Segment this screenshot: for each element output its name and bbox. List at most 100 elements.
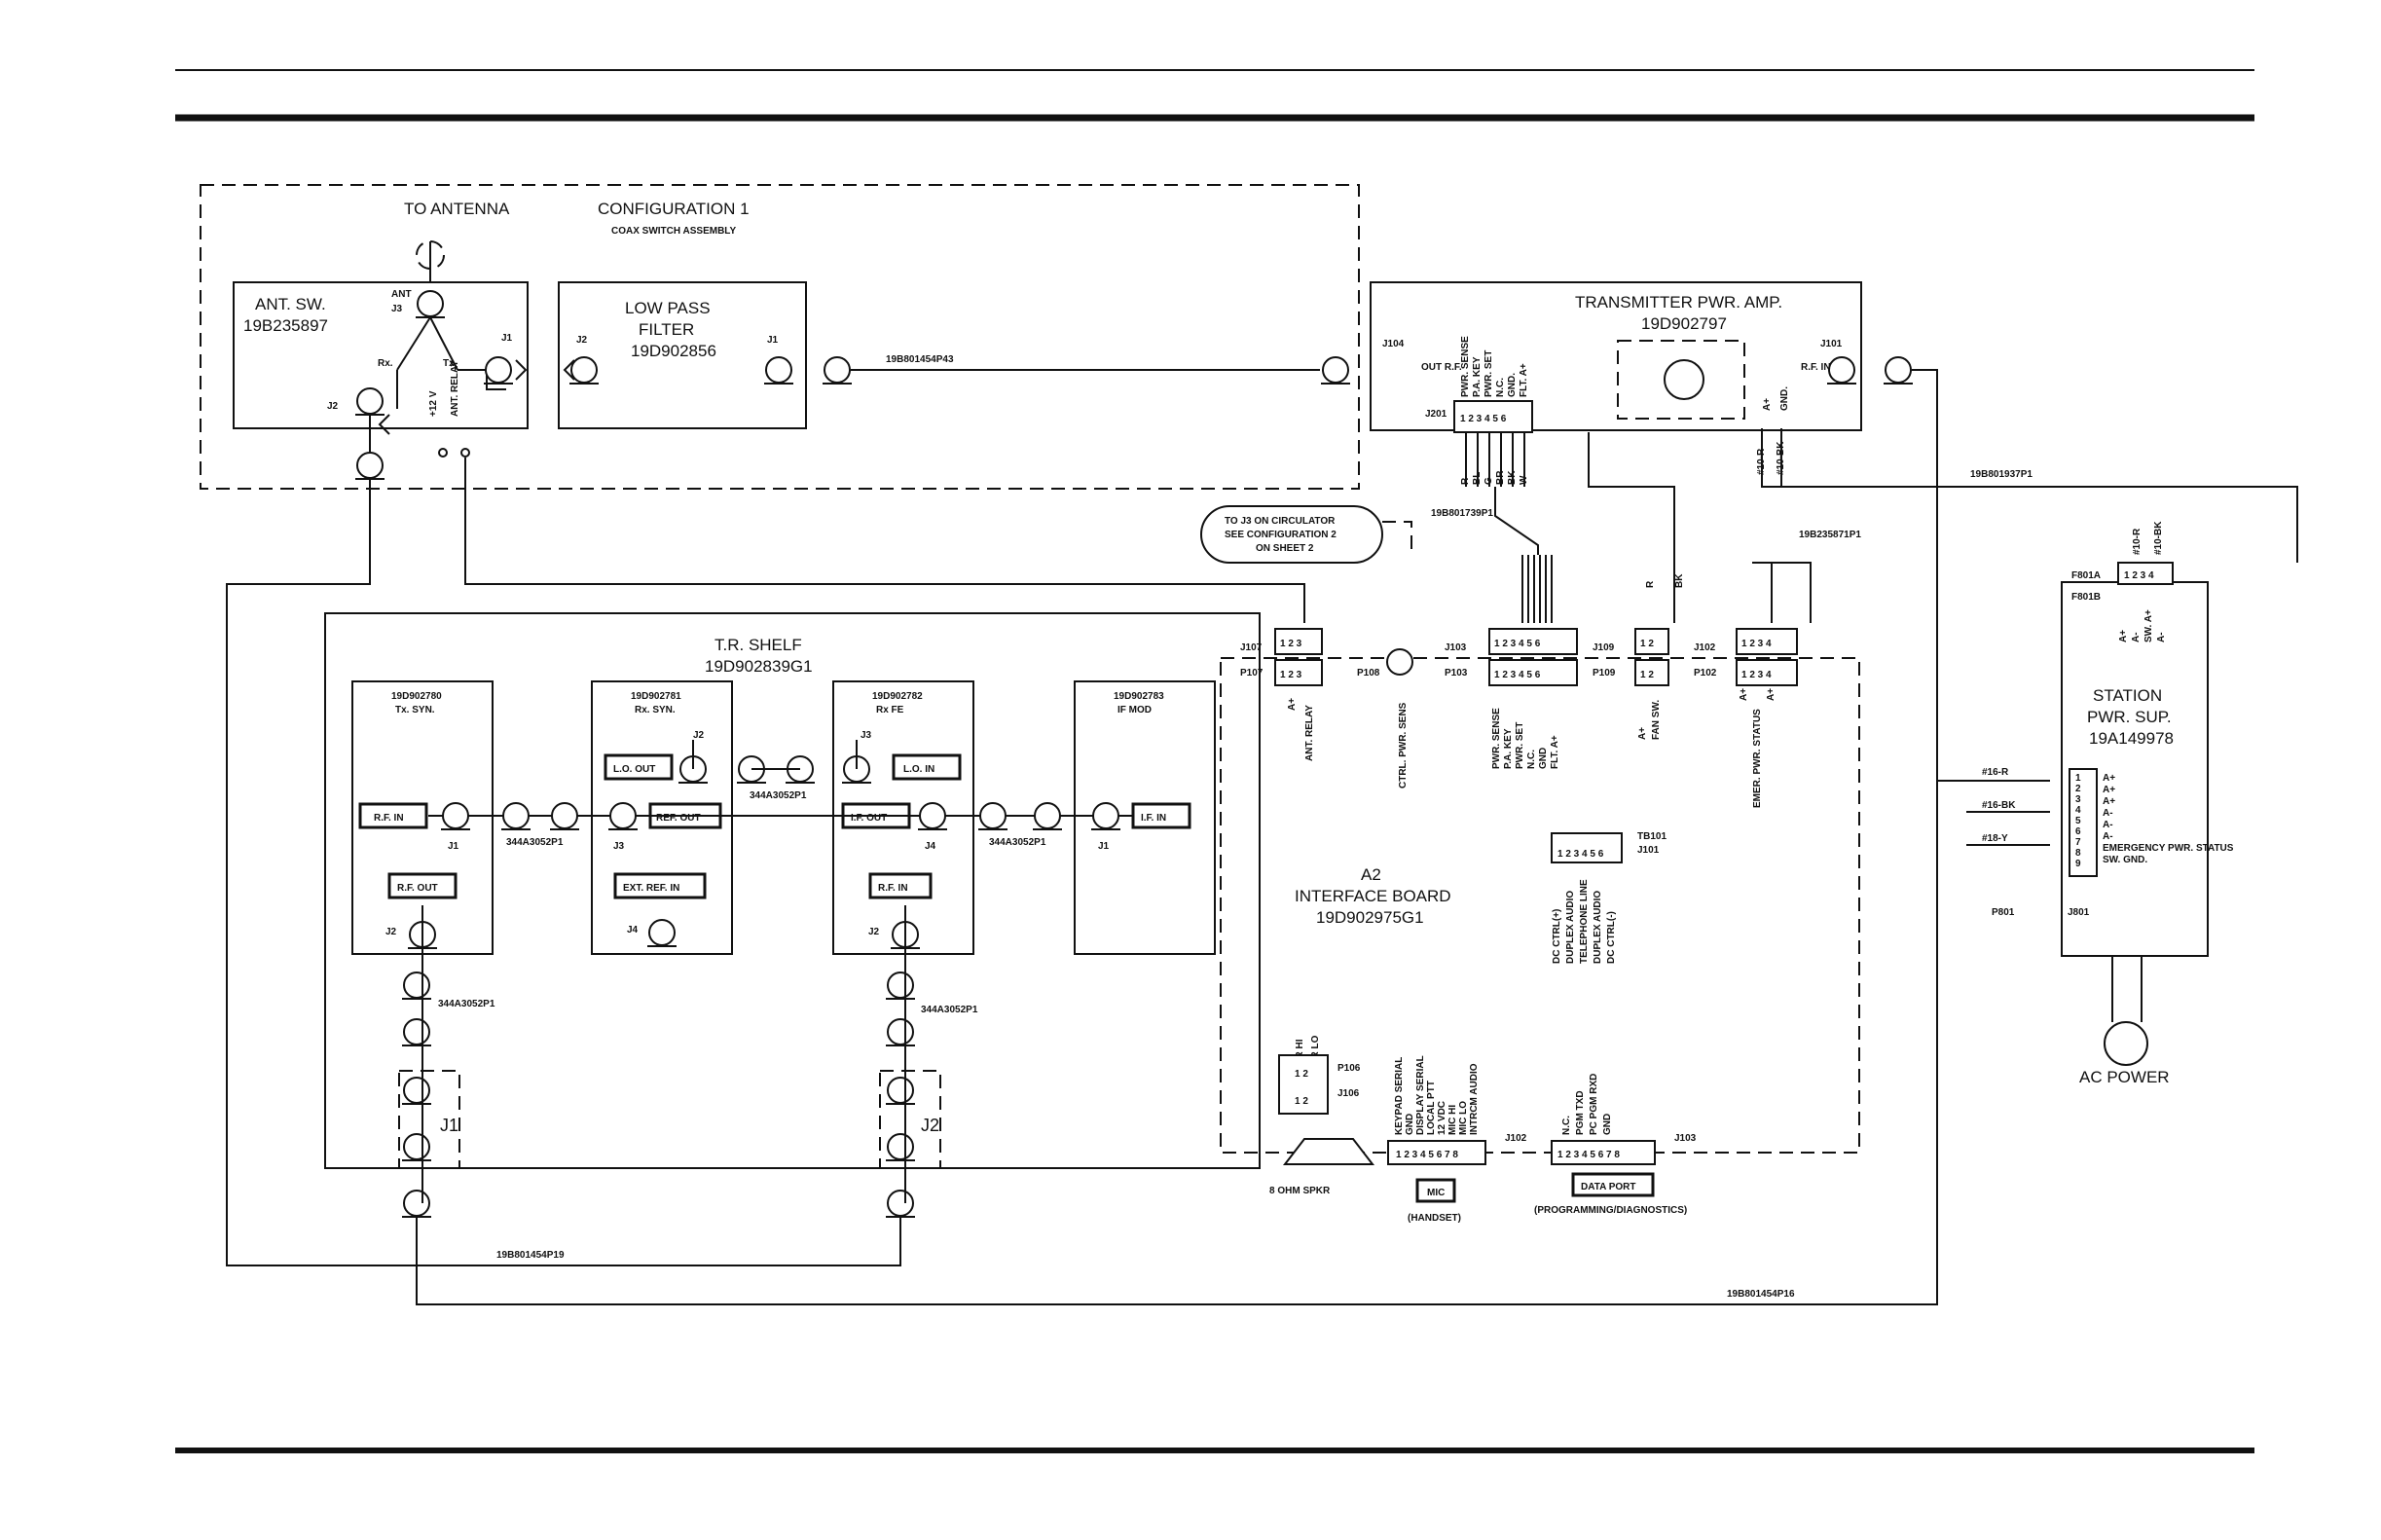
mic-pin-label: GND xyxy=(1405,1114,1415,1135)
iface-j106: J106 xyxy=(1337,1088,1360,1099)
psu-wire-label: #16-BK xyxy=(1982,800,2016,811)
configuration-box xyxy=(200,184,1360,490)
tpa-j101: J101 xyxy=(1820,339,1843,349)
iface-jack xyxy=(1488,628,1578,655)
lpf-j2: J2 xyxy=(576,335,588,346)
f801-wire-bk: #10-BK xyxy=(2153,521,2164,555)
tpa-name: TRANSMITTER PWR. AMP. xyxy=(1575,293,1782,312)
tb101-pin-label: DC CTRL(+) xyxy=(1552,909,1562,964)
module-name: Rx. SYN. xyxy=(635,705,676,715)
bottom-j2: J2 xyxy=(921,1116,939,1135)
data-port-pin-label: PC PGM RXD xyxy=(1589,1074,1599,1135)
data-port-label: DATA PORT xyxy=(1581,1182,1635,1192)
j801-pin: 7 xyxy=(2075,837,2081,848)
p109-label: A+ xyxy=(1637,727,1648,740)
tpa-part: 19D902797 xyxy=(1641,314,1727,333)
cable-p1937: 19B801937P1 xyxy=(1970,469,2033,480)
mic-pin-label: MIC HI xyxy=(1447,1105,1458,1135)
p107-label: ANT. RELAY xyxy=(1304,705,1315,761)
circulator-box xyxy=(1617,340,1745,420)
label-lo-in: L.O. IN xyxy=(903,764,934,775)
label-lo-out: L.O. OUT xyxy=(613,764,655,775)
j201-label: FLT. A+ xyxy=(1519,363,1529,397)
j109-wire-r: R xyxy=(1645,580,1656,588)
iface-p109: P109 xyxy=(1593,668,1616,678)
psu-wire-label: #16-R xyxy=(1982,767,2009,778)
module-name: Rx FE xyxy=(876,705,904,715)
svg-text:1 2 3 4 5 6: 1 2 3 4 5 6 xyxy=(1557,849,1604,860)
interface-a2: A2 xyxy=(1361,865,1381,884)
ant-sw-j3: J3 xyxy=(391,304,403,314)
configuration-title: CONFIGURATION 1 xyxy=(598,200,750,218)
mic-pin-label: KEYPAD SERIAL xyxy=(1394,1057,1405,1135)
tr-shelf-part: 19D902839G1 xyxy=(705,657,813,676)
cable-a3052-4: 344A3052P1 xyxy=(438,999,495,1009)
mic-pin-label: MIC LO xyxy=(1458,1101,1469,1135)
iface-j109: J109 xyxy=(1593,642,1615,653)
svg-text:1 2 3 4: 1 2 3 4 xyxy=(1741,639,1772,649)
lpf-j1: J1 xyxy=(767,335,779,346)
j201-label: GND. xyxy=(1507,373,1518,397)
j801-connector xyxy=(2069,768,2098,877)
label-rf-in-txsyn: R.F. IN xyxy=(374,813,404,824)
j801-pin: 1 xyxy=(2075,773,2081,784)
jack-j3-rxfe: J3 xyxy=(861,730,872,741)
circulator-note-l1: TO J3 ON CIRCULATOR xyxy=(1225,516,1336,527)
data-port-pin-label: N.C. xyxy=(1561,1116,1572,1135)
interface-name: INTERFACE BOARD xyxy=(1295,887,1451,905)
j801-pin-label: A- xyxy=(2103,831,2113,842)
to-antenna-label: TO ANTENNA xyxy=(404,200,510,218)
data-port-pin-label: PGM TXD xyxy=(1575,1090,1586,1135)
svg-text:1 2: 1 2 xyxy=(1640,670,1654,680)
iface-p106: P106 xyxy=(1337,1063,1361,1074)
mic-connector xyxy=(1387,1140,1486,1165)
jack-j4-rxfe: J4 xyxy=(925,841,936,852)
psu-p801: P801 xyxy=(1992,907,2015,918)
module-name: Tx. SYN. xyxy=(395,705,435,715)
module-part: 19D902782 xyxy=(872,691,923,702)
svg-text:1 2 3: 1 2 3 xyxy=(1280,670,1302,680)
svg-text:1 2 3 4 5 6 7 8: 1 2 3 4 5 6 7 8 xyxy=(1396,1150,1458,1160)
ant-sw-j2: J2 xyxy=(327,401,339,412)
interface-part: 19D902975G1 xyxy=(1316,908,1424,927)
ac-power-label: AC POWER xyxy=(2079,1068,2170,1086)
svg-text:1 2 3 4 5 6: 1 2 3 4 5 6 xyxy=(1460,414,1507,424)
label-rf-in-rxfe: R.F. IN xyxy=(878,883,908,894)
mic-pin-label: 12 VDC xyxy=(1437,1101,1447,1135)
tpa-out-rf: OUT R.F. xyxy=(1421,362,1462,373)
iface-j103b: J103 xyxy=(1674,1133,1697,1144)
ant-sw-tx: Tx. xyxy=(443,358,458,369)
iface-j107: J107 xyxy=(1240,642,1263,653)
cable-p19: 19B801454P19 xyxy=(496,1250,565,1261)
tpa-aplus: A+ xyxy=(1762,398,1773,411)
bottom-j1-box xyxy=(398,1070,460,1169)
iface-plug xyxy=(1736,659,1798,686)
lpf-part: 19D902856 xyxy=(631,342,716,360)
tpa-gnd: GND. xyxy=(1779,386,1790,411)
j801-pin-label: A- xyxy=(2103,820,2113,830)
speaker-connector xyxy=(1278,1054,1329,1115)
module-part: 19D902781 xyxy=(631,691,681,702)
psu-wire-label: #18-Y xyxy=(1982,833,2008,844)
ant-sw-switch xyxy=(396,316,431,371)
p103-label: P.A. KEY xyxy=(1503,728,1514,769)
p103-label: GND xyxy=(1538,748,1549,769)
svg-text:1 2 3: 1 2 3 xyxy=(1280,639,1302,649)
j801-pin: 4 xyxy=(2075,805,2081,816)
j801-pin: 3 xyxy=(2075,794,2081,805)
data-port-pin-label: GND xyxy=(1602,1114,1613,1135)
tb101-label: TB101 xyxy=(1637,831,1667,842)
tb101-pin-label: DC CTRL(-) xyxy=(1606,911,1617,964)
label-rf-out: R.F. OUT xyxy=(397,883,438,894)
f801-pin-label: A- xyxy=(2131,632,2142,642)
low-pass-filter-box xyxy=(558,281,807,429)
ant-sw-ant: ANT xyxy=(391,289,412,300)
psu-l1: STATION xyxy=(2093,686,2162,705)
module-part: 19D902780 xyxy=(391,691,442,702)
ant-sw-rx: Rx. xyxy=(378,358,393,369)
mic-label: MIC xyxy=(1427,1188,1445,1198)
ant-sw-12v: +12 V xyxy=(428,390,439,417)
iface-p102: P102 xyxy=(1694,668,1717,678)
svg-text:1 2: 1 2 xyxy=(1295,1096,1308,1107)
